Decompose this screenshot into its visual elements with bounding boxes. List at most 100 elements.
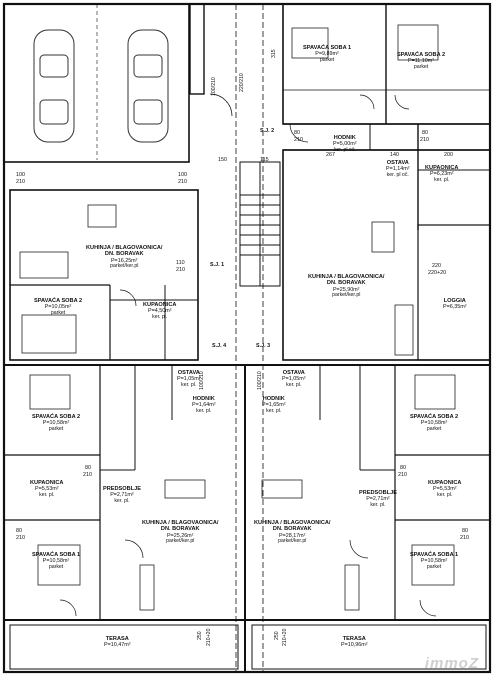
bed-icon: [37, 544, 81, 586]
watermark: immoZ: [424, 655, 479, 672]
room-name: KUHINJA / BLAGOVAONICA/: [86, 245, 163, 251]
room-terasa-left: TERASA P=10,47m²: [104, 636, 131, 649]
room-ostava-top-right: OSTAVA P=1,14m² ker. pl oč.: [386, 160, 410, 179]
dim-label: 80: [462, 528, 468, 534]
room-name: TERASA: [342, 636, 366, 642]
sofa-icon: [139, 564, 155, 611]
room-area: P=1,14m²: [386, 166, 410, 173]
room-name: SPAVAĆA SOBA 1: [303, 45, 352, 51]
dim-label: 100: [178, 172, 187, 178]
room-kuhinja-middle-right: KUHINJA / BLAGOVAONICA/ DN. BORAVAK P=25…: [308, 274, 384, 299]
dim-label: 267: [326, 152, 335, 158]
room-area: P=10,47m²: [104, 642, 131, 649]
dim-label: 210: [460, 535, 469, 541]
dim-label: 80: [16, 528, 22, 534]
dim-label: 210: [83, 472, 92, 478]
dim-label: 210: [16, 535, 25, 541]
room-floor: ker. pl.: [437, 491, 453, 498]
room-name: SPAVAĆA SOBA 2: [397, 52, 446, 58]
room-area: P=10,58m²: [420, 558, 448, 565]
room-floor: ker. pl.: [196, 407, 212, 414]
room-name: HODNIK: [262, 396, 285, 402]
dim-label: 210: [294, 137, 303, 143]
room-predsoblje-bottom-left: PREDSOBLJE P=2,71m² ker. pl.: [103, 486, 141, 505]
room-kuhinja-middle-left: KUHINJA / BLAGOVAONICA/ DN. BORAVAK P=16…: [86, 245, 162, 270]
room-floor: ker. pl.: [434, 176, 450, 183]
dim-label: 210: [176, 267, 185, 273]
room-kupaonica-bottom-right: KUPAONICA P=5,53m² ker. pl.: [428, 480, 461, 499]
room-name: HODNIK: [333, 135, 356, 141]
room-area: P=10,96m²: [341, 642, 368, 649]
unit-tag: S.J. 4: [212, 343, 227, 349]
unit-tag: S.J. 1: [210, 262, 225, 268]
room-loggia: LOGGIA P=6,35m²: [443, 298, 467, 311]
room-ostava-bottom-left: OSTAVA P=1,05m² ker. pl.: [177, 370, 201, 389]
room-name: KUHINJA / BLAGOVAONICA/: [142, 520, 219, 526]
middle-left-apartment-wall: [9, 189, 199, 361]
bed-icon: [414, 374, 456, 410]
room-floor: ker. pl.: [39, 491, 55, 498]
room-name: OSTAVA: [282, 370, 305, 376]
room-floor: ker. pl.: [114, 497, 130, 504]
room-name: PREDSOBLJE: [103, 486, 141, 492]
dim-label: 100/210: [211, 77, 217, 96]
room-floor: parket: [50, 309, 66, 316]
room-spavaca-soba-2-bottom-left: SPAVAĆA SOBA 2 P=10,58m² parket: [32, 414, 80, 433]
dim-label: 200: [444, 152, 453, 158]
dim-label: 220+20: [428, 270, 447, 276]
dim-label: 210+20: [282, 628, 288, 646]
room-area: P=10,05m²: [44, 304, 72, 311]
room-floor: parket: [48, 563, 64, 570]
room-floor: parket/ker.pl: [166, 538, 195, 545]
room-name: PREDSOBLJE: [359, 490, 397, 496]
room-name: KUPAONICA: [143, 302, 177, 308]
dim-label: 250: [197, 631, 203, 640]
dim-label: 150: [218, 157, 227, 163]
room-floor: parket: [413, 63, 429, 70]
dim-label: 80: [400, 465, 406, 471]
room-name: SPAVAĆA SOBA 1: [410, 552, 459, 558]
unit-tag: S.J. 3: [256, 343, 271, 349]
dining-table-icon: [371, 221, 395, 253]
dim-label: 315: [271, 49, 277, 58]
dim-label: 250: [274, 631, 280, 640]
bed-icon: [29, 374, 71, 410]
terasa-left-outline: [9, 624, 239, 670]
room-floor: ker. pl.: [152, 313, 168, 320]
room-floor: ker. pl.: [370, 501, 386, 508]
room-name-2: DN. BORAVAK: [272, 526, 312, 533]
bed-icon: [411, 544, 455, 586]
car-icon: [33, 29, 169, 143]
room-name-2: DN. BORAVAK: [160, 526, 200, 533]
dim-label: 220/210: [239, 73, 245, 92]
room-area: P=10,58m²: [42, 420, 70, 427]
room-name: KUPAONICA: [30, 480, 64, 486]
room-hodnik-bottom-left: HODNIK P=1,64m² ker. pl.: [192, 396, 216, 415]
dim-label: 100: [16, 172, 25, 178]
room-area: P=5,53m²: [432, 486, 457, 493]
room-area: P=2,71m²: [110, 492, 134, 499]
room-area: P=25,26m²: [166, 532, 194, 539]
middle-right-apartment-wall: [282, 149, 491, 361]
room-area: P=9,89m²: [315, 51, 339, 58]
dim-label: 110: [176, 260, 185, 266]
room-name: KUHINJA / BLAGOVAONICA/: [254, 520, 331, 526]
terasa-right-outline: [251, 624, 487, 670]
dim-label: 210: [398, 472, 407, 478]
room-area: P=1,05m²: [177, 376, 201, 383]
room-floor: ker. pl.: [286, 381, 302, 388]
dining-table-icon: [164, 479, 206, 499]
room-floor: parket/ker.pl: [278, 538, 307, 545]
room-area: P=1,65m²: [262, 402, 286, 409]
sofa-icon: [19, 251, 69, 279]
room-kuhinja-bottom-right: KUHINJA / BLAGOVAONICA/ DN. BORAVAK P=28…: [254, 520, 330, 545]
room-predsoblje-bottom-right: PREDSOBLJE P=2,71m² ker. pl.: [359, 490, 397, 509]
room-area: P=11,10m²: [407, 58, 435, 65]
dining-table-icon: [87, 204, 117, 228]
room-name: OSTAVA: [386, 160, 409, 166]
bed-icon: [291, 27, 329, 59]
room-spavaca-soba-2-top: SPAVAĆA SOBA 2 P=11,10m² parket: [397, 52, 445, 71]
dim-label: 100/210: [257, 371, 263, 390]
room-ostava-bottom-right: OSTAVA P=1,05m² ker. pl.: [282, 370, 306, 389]
